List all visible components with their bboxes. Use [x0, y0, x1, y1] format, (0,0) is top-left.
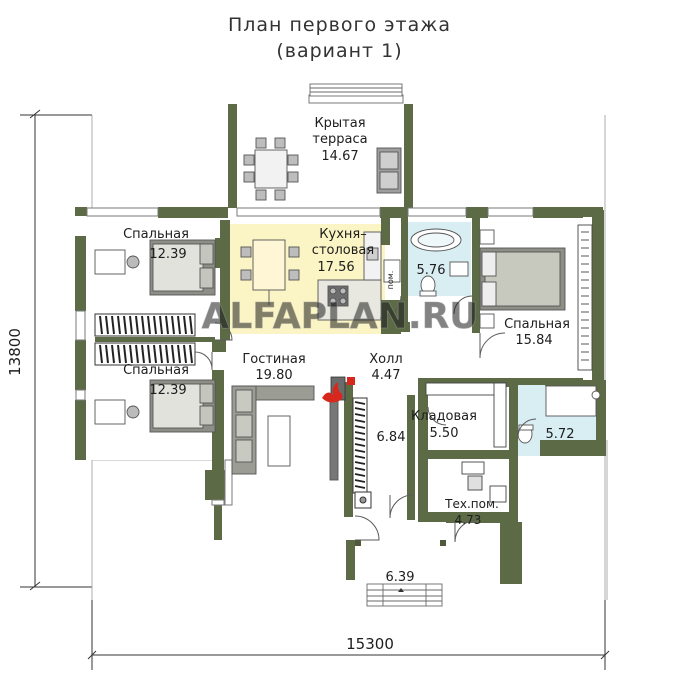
entry-arrow-icon — [398, 588, 404, 592]
bath2-area: 5.72 — [546, 427, 575, 442]
kitchen-label-2: столовая — [312, 243, 374, 258]
bedroom-top-left-area: 12.39 — [149, 247, 186, 262]
terrace-label-1: Крытая — [314, 116, 365, 131]
terrace-sofa — [376, 147, 402, 194]
bedroom-right-label: Спальная — [504, 317, 570, 332]
bath1-area: 5.76 — [417, 263, 446, 278]
bed-top-left-bedroom — [94, 239, 216, 296]
bedroom-bottom-left-label: Спальная — [123, 363, 189, 378]
kitchen-label-1: Кухня– — [319, 227, 366, 242]
kitchen-counter — [317, 231, 401, 321]
living-label: Гостиная — [242, 352, 305, 367]
terrace-dining-table — [243, 137, 299, 201]
bedroom-right-area: 15.84 — [515, 333, 552, 348]
windows — [75, 94, 534, 506]
bath1-fixtures — [410, 228, 469, 297]
wardrobe-hangers — [99, 315, 193, 364]
dimension-lines — [20, 109, 610, 670]
watermark: ALFAPLAN.RU — [201, 296, 478, 337]
doors — [194, 295, 537, 543]
bath2-fixtures — [517, 385, 601, 444]
terrace-steps — [309, 83, 403, 97]
walls — [75, 104, 606, 584]
wardrobe-right — [577, 224, 593, 371]
height-dimension-label: 13800 — [6, 328, 24, 376]
bedroom-bottom-left-area: 12.39 — [149, 383, 186, 398]
living-area: 19.80 — [255, 368, 292, 383]
tech-label: Тех.пом. — [444, 497, 499, 511]
small-room-label: пом. — [386, 271, 395, 290]
kitchen-dining-table — [240, 239, 300, 305]
storage-shelves — [425, 382, 507, 448]
tech-area: 4.73 — [455, 513, 482, 527]
tech-room-equipment — [461, 461, 507, 503]
porch-steps — [366, 583, 443, 607]
hall-label: Холл — [369, 352, 402, 367]
living-room-sofa — [231, 385, 339, 481]
columns — [355, 540, 446, 546]
hall-area: 4.47 — [372, 368, 401, 383]
storage-area: 5.50 — [430, 426, 459, 441]
width-dimension-label: 15300 — [346, 635, 394, 653]
bedroom-top-left-label: Спальная — [123, 227, 189, 242]
kitchen-area: 17.56 — [317, 260, 354, 275]
terrace-label-2: терраса — [312, 132, 367, 147]
fireplace — [322, 376, 355, 403]
porch-area: 6.39 — [386, 570, 415, 585]
terrace-area: 14.67 — [321, 149, 358, 164]
storage-label: Кладовая — [411, 409, 477, 424]
bed-right-bedroom — [479, 229, 566, 329]
corridor-area: 6.84 — [377, 430, 406, 445]
bed-bottom-left-bedroom — [94, 379, 216, 433]
corridor-hangers — [354, 401, 366, 489]
room-labels: Крытая терраса 14.67 Кухня– столовая 17.… — [123, 116, 574, 585]
plan-title-line1: План первого этажа — [227, 14, 452, 36]
plan-title-line2: (вариант 1) — [276, 40, 403, 62]
